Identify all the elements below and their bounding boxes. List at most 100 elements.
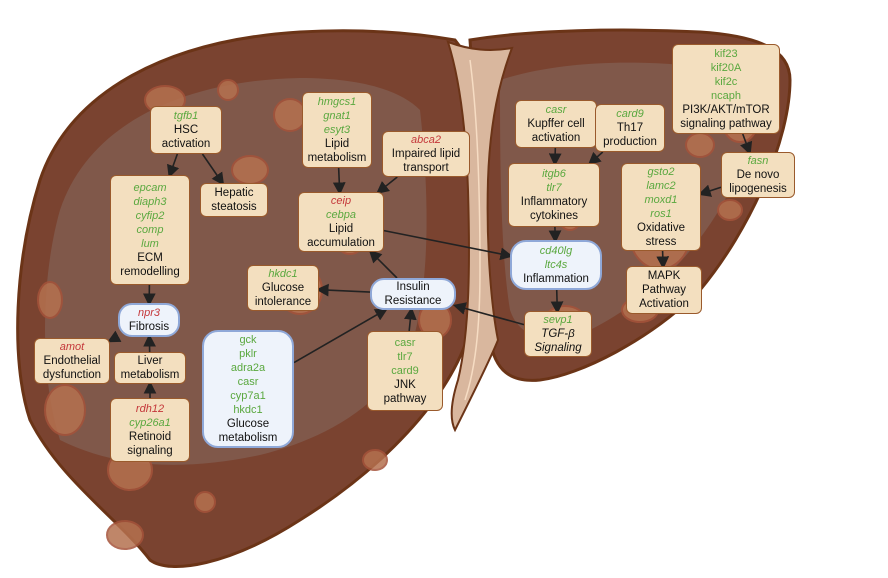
gene-label: hkdc1 — [268, 268, 298, 280]
gene-label: comp — [136, 224, 164, 236]
node-label: Oxidative — [637, 222, 685, 234]
gene-label: gsto2 — [647, 166, 675, 178]
node-label: Th17 — [616, 122, 644, 134]
gene-label: cyfip2 — [135, 210, 165, 222]
gene-label: rdh12 — [135, 403, 165, 415]
node-label: Fibrosis — [128, 321, 170, 333]
node-label: Resistance — [384, 295, 442, 307]
node-label: Glucose — [226, 418, 270, 430]
gene-label: ltc4s — [544, 259, 568, 271]
node-label: transport — [403, 162, 449, 174]
ligament-highlight — [464, 59, 481, 401]
node-label: PI3K/AKT/mTOR — [682, 104, 770, 116]
gene-label: lum — [141, 238, 159, 250]
gene-label: abca2 — [411, 134, 441, 146]
gene-label: ncaph — [711, 90, 741, 102]
gene-label: moxd1 — [644, 194, 678, 206]
node-label: Hepatic — [214, 187, 254, 199]
node-label: Pathway — [641, 284, 687, 296]
node-label: ECM — [137, 252, 163, 264]
gene-label: casr — [237, 376, 259, 388]
node-label: cytokines — [530, 210, 578, 222]
node-label: activation — [161, 138, 211, 150]
node-label: lipogenesis — [729, 183, 787, 195]
gene-label: kif20A — [710, 62, 742, 74]
node-label: metabolism — [218, 432, 278, 444]
gene-label: cd40lg — [539, 245, 573, 257]
gene-label: itgb6 — [542, 168, 566, 180]
node-label: MAPK — [647, 270, 681, 282]
node-label: steatosis — [211, 201, 257, 213]
gene-label: lamc2 — [646, 180, 676, 192]
gene-label: sevp1 — [543, 314, 573, 326]
node-label: Liver — [137, 355, 163, 367]
gene-label: fasn — [747, 155, 769, 167]
node-label: signaling — [127, 445, 173, 457]
gene-label: kif2c — [714, 76, 738, 88]
gene-label: hkdc1 — [233, 404, 263, 416]
gene-label: card9 — [391, 365, 419, 377]
gene-label: tlr7 — [397, 351, 413, 363]
node-label: Lipid — [328, 223, 354, 235]
node-label: TGF-β — [541, 328, 575, 340]
gene-label: esyt3 — [323, 124, 351, 136]
node-label: pathway — [383, 393, 427, 405]
node-label: Activation — [639, 298, 689, 310]
node-label: remodelling — [120, 266, 180, 278]
node-label: signaling pathway — [680, 118, 772, 130]
gene-label: cebpa — [326, 209, 356, 221]
gene-label: epcam — [133, 182, 167, 194]
gene-label: hmgcs1 — [317, 96, 357, 108]
node-label: Endothelial — [43, 355, 101, 367]
gene-label: amot — [59, 341, 85, 353]
node-label: Insulin — [396, 281, 430, 293]
gene-label: gck — [239, 334, 257, 346]
node-label: activation — [531, 132, 581, 144]
node-label: Inflammation — [523, 273, 589, 285]
node-label: HSC — [173, 124, 199, 136]
node-label: Kupffer cell — [527, 118, 585, 130]
gene-label: adra2a — [230, 362, 266, 374]
gene-label: card9 — [616, 108, 644, 120]
node-label: Retinoid — [128, 431, 172, 443]
gene-label: cyp26a1 — [129, 417, 171, 429]
gene-label: diaph3 — [133, 196, 167, 208]
node-label: Inflammatory — [520, 196, 588, 208]
gene-label: casr — [545, 104, 567, 116]
gene-label: ros1 — [650, 208, 672, 220]
node-label: JNK — [394, 379, 416, 391]
gene-label: gnat1 — [323, 110, 351, 122]
node-liver-metabolism: Liver metabolism — [114, 352, 186, 384]
node-label: dysfunction — [42, 369, 102, 381]
node-hepatic-steatosis: Hepatic steatosis — [200, 183, 268, 217]
node-label: metabolism — [307, 152, 367, 164]
node-label: Lipid — [324, 138, 350, 150]
node-label: metabolism — [120, 369, 180, 381]
node-label: intolerance — [254, 296, 312, 308]
node-label: production — [603, 136, 657, 148]
gene-label: npr3 — [137, 307, 161, 319]
gene-label: cyp7a1 — [230, 390, 266, 402]
gene-label: casr — [394, 337, 416, 349]
gene-label: tgfb1 — [173, 110, 199, 122]
